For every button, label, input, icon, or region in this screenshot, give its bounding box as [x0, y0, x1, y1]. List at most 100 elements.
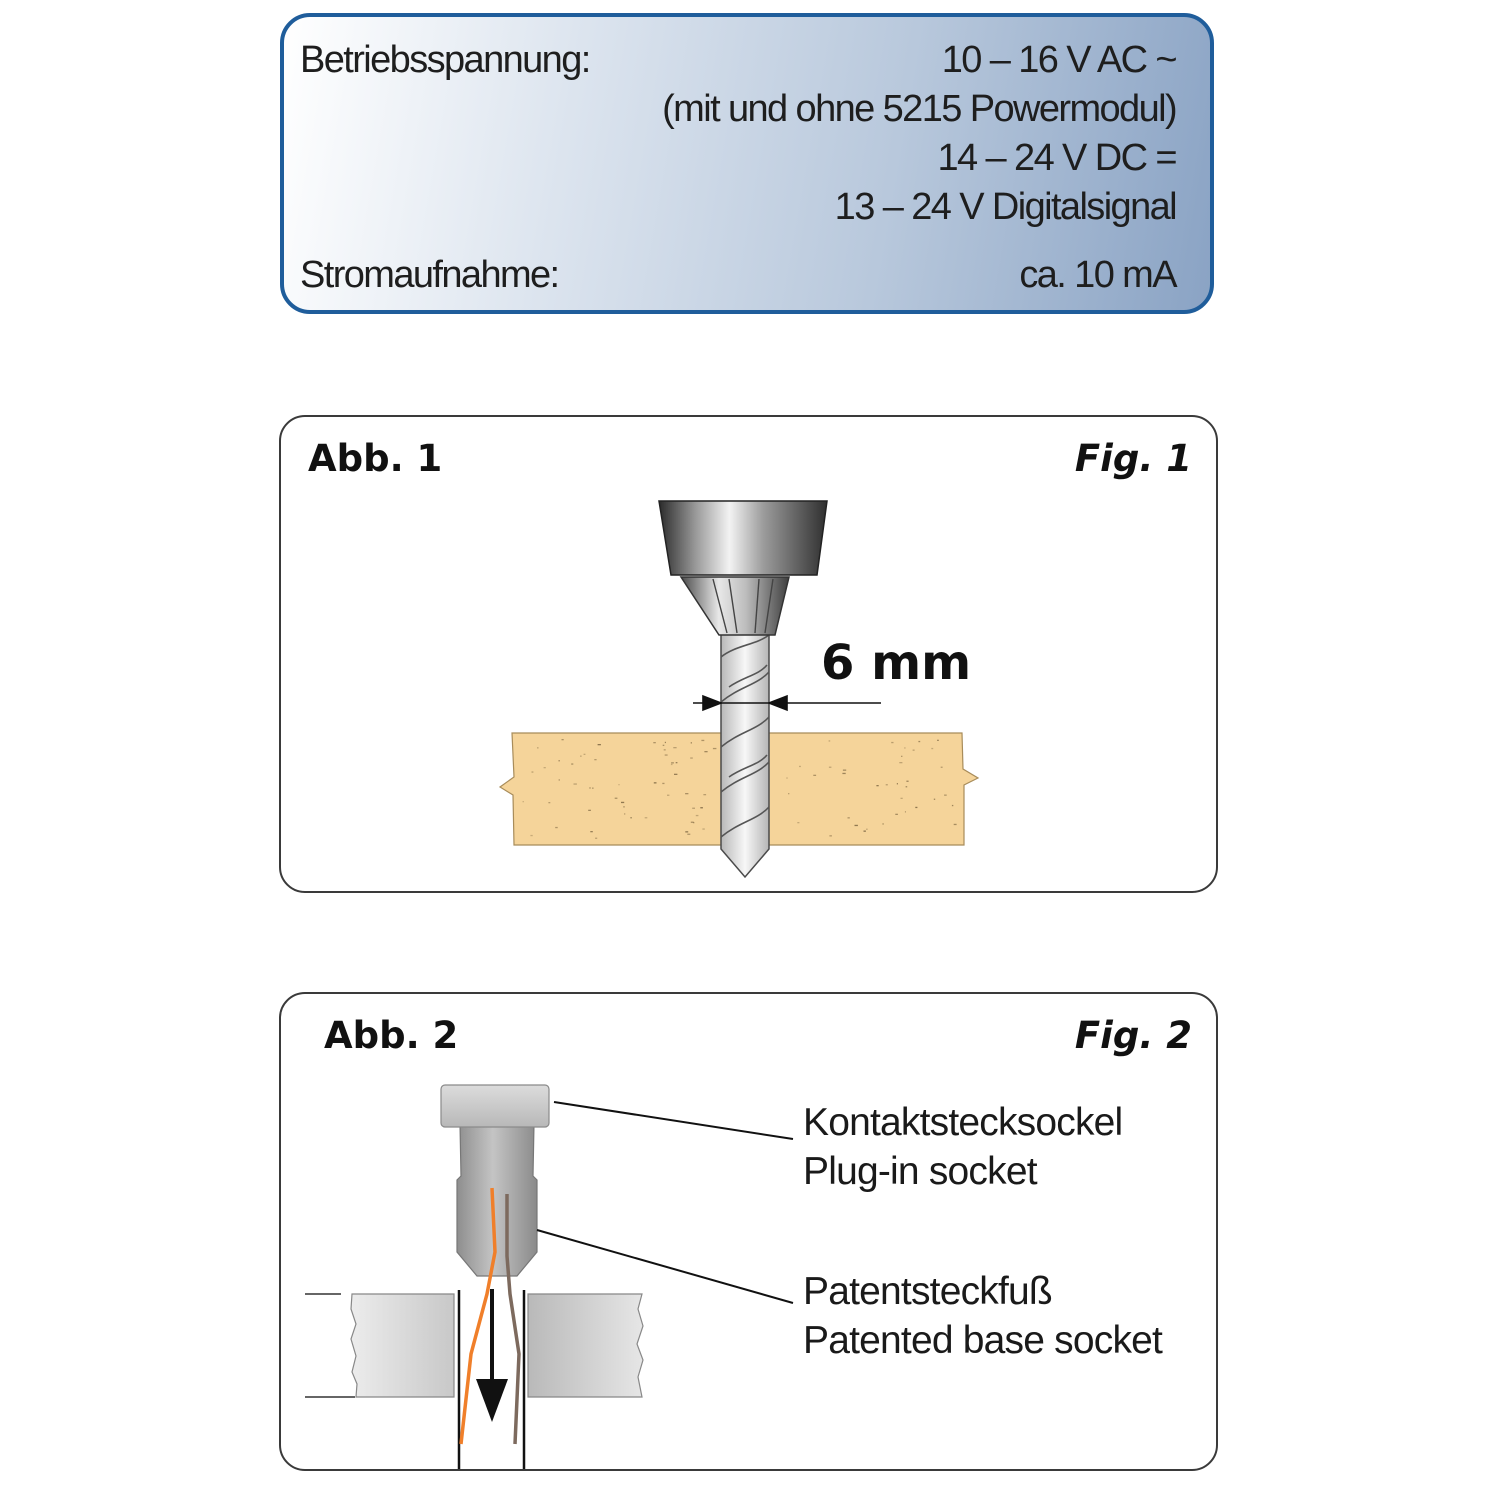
wood-speck: [951, 804, 954, 807]
wood-speck: [675, 762, 678, 764]
wood-speck: [674, 773, 678, 775]
socket-illustration: [305, 1084, 794, 1469]
wood-speck: [882, 823, 884, 825]
wood-speck: [702, 828, 705, 830]
wood-speck: [555, 826, 558, 829]
plug-in-socket-cap: [440, 1084, 550, 1128]
wood-speck: [592, 787, 594, 789]
board-left: [350, 1293, 455, 1398]
wood-speck: [828, 766, 832, 768]
figure-2-panel: Abb. 2 Fig. 2: [279, 992, 1218, 1471]
wood-speck: [597, 744, 601, 746]
dimension-indicator: [693, 694, 881, 712]
powermodule-note: (mit und ohne 5215 Powermodul): [662, 88, 1177, 130]
wood-speck: [558, 779, 560, 781]
wood-speck: [842, 769, 847, 771]
plug-in-socket-label-de: Kontaktstecksockel: [803, 1101, 1123, 1144]
wood-speck: [829, 835, 832, 837]
wood-speck: [885, 784, 888, 786]
wood-speck: [693, 822, 695, 824]
wood-speck: [667, 794, 670, 796]
wood-speck: [690, 757, 693, 759]
wire-brown: [505, 1194, 521, 1445]
wood-speck: [900, 797, 903, 799]
wood-speck: [905, 786, 908, 788]
wood-speck: [623, 806, 625, 808]
current-value: ca. 10 mA: [1019, 254, 1177, 296]
wood-speck: [685, 793, 689, 795]
wood-speck: [673, 747, 677, 749]
wood-speck: [899, 762, 903, 764]
wood-speck: [931, 747, 934, 750]
wood-speck: [618, 784, 620, 786]
wood-speck: [940, 766, 943, 768]
figure-2-title-de: Abb. 2: [324, 1014, 459, 1057]
wood-speck: [687, 833, 691, 835]
wood-speck: [662, 744, 665, 746]
wood-speck: [594, 759, 597, 761]
wood-speck: [573, 783, 577, 785]
wood-speck: [700, 807, 703, 809]
wood-speck: [653, 742, 656, 744]
wood-speck: [690, 742, 692, 744]
wood-speck: [847, 817, 850, 819]
wood-speck: [671, 762, 674, 764]
drill-chuck: [658, 500, 828, 576]
current-label: Stromaufnahme:: [300, 254, 560, 296]
wood-speck: [915, 806, 918, 809]
wood-speck: [788, 793, 790, 795]
wood-speck: [543, 767, 546, 769]
drill-illustration: [498, 500, 980, 879]
plug-in-socket-label-en: Plug-in socket: [803, 1150, 1038, 1193]
patented-base-socket: [456, 1123, 538, 1277]
wood-speck: [944, 794, 947, 796]
chuck-jaw-lines: [712, 578, 774, 634]
board-thickness-marks: [305, 1293, 355, 1398]
leader-lines: [536, 1101, 794, 1304]
wood-speck: [595, 837, 598, 839]
wood-speck: [813, 774, 817, 776]
wood-speck: [589, 787, 591, 789]
wood-speck: [891, 741, 894, 744]
wood-speck: [662, 782, 665, 785]
wood-speck: [918, 740, 921, 743]
wood-speck: [906, 780, 909, 782]
wood-speck: [644, 817, 648, 819]
figure-1-title-en: Fig. 1: [1074, 437, 1192, 480]
wood-speck: [621, 801, 625, 804]
wood-speck: [692, 807, 695, 809]
wood-speck: [522, 801, 524, 803]
wood-speck: [624, 813, 626, 815]
wood-speck: [530, 834, 533, 837]
wood-speck: [866, 828, 868, 830]
wood-speck: [561, 739, 564, 741]
wood-speck: [614, 797, 618, 799]
wood-speck: [799, 765, 801, 768]
drill-size-label: 6 mm: [821, 635, 972, 691]
wood-speck: [588, 809, 591, 811]
wood-speck: [933, 798, 936, 800]
wood-speck: [583, 753, 586, 755]
wood-speck: [863, 830, 866, 832]
voltage-ac-value: 10 – 16 V AC ~: [941, 39, 1178, 81]
wood-speck: [786, 777, 788, 779]
wood-speck: [901, 755, 903, 757]
wood-speck: [695, 814, 699, 817]
wood-speck: [842, 772, 846, 775]
wood-speck: [630, 817, 632, 819]
wood-speck: [704, 751, 708, 753]
base-socket-label-en: Patented base socket: [803, 1319, 1163, 1362]
wood-speck: [953, 823, 957, 826]
wood-speck: [537, 747, 539, 749]
wood-speck: [937, 739, 939, 741]
wood-speck: [895, 813, 898, 815]
wood-speck: [670, 763, 673, 766]
operating-voltage-label: Betriebsspannung:: [300, 39, 591, 81]
figure-1-panel: Abb. 1 Fig. 1: [279, 415, 1218, 893]
wood-speck: [571, 763, 574, 765]
digital-signal-value: 13 – 24 V Digitalsignal: [834, 186, 1178, 228]
chuck-jaws: [679, 576, 790, 636]
wood-speck: [685, 831, 689, 833]
figure-1-title-de: Abb. 1: [308, 437, 443, 480]
wood-speck: [580, 755, 582, 757]
